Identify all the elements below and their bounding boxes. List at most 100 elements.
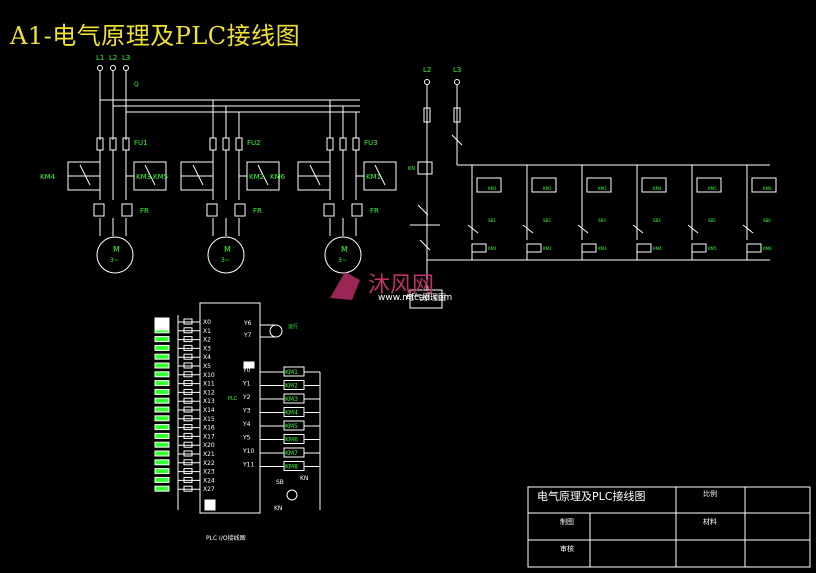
terminal [110,65,116,71]
contact [374,164,386,186]
rung-contact [467,224,479,234]
plc-input-label: X22 [203,460,215,467]
plc-input-label: X12 [203,389,215,396]
input-contact [183,406,193,413]
plc-output-label: Y10 [242,448,254,455]
rung-box [586,177,612,193]
plc-input-label: X10 [203,372,215,379]
contactor-label: KM1 [366,173,381,181]
contact [144,164,156,186]
plc-input-label: X27 [203,486,215,493]
fuse [209,137,217,151]
page-title: A1-电气原理及PLC接线图 [10,22,301,50]
motor-circle [207,236,245,274]
coil-circle [286,489,298,501]
title-block-name: 电气原理及PLC接线图 [537,489,645,503]
fuse [235,137,243,151]
input-contact [183,432,193,439]
plc-input-label: X15 [203,416,215,423]
thermal-relay [121,203,133,217]
input-contact [183,371,193,378]
rung-label: SB3 [598,218,606,223]
rung-label: KM5 [708,246,717,251]
fr-label: FR [370,207,379,215]
input-contact [183,468,193,475]
output-block [243,361,255,369]
plc-input-label: X21 [203,451,215,458]
coil-label: KM4 [285,410,298,417]
input-desc [154,336,170,343]
rung-label: KM1 [488,186,497,191]
fuse-label: FU1 [134,139,148,147]
rung-contact [577,224,589,234]
phase-label: L1 [96,54,104,62]
motor-sub: 3~ [110,257,119,264]
plc-input-label: X3 [203,345,211,352]
rung-label: KM5 [708,186,717,191]
contact [257,164,269,186]
contactor-label: KM4 [40,173,56,181]
fr-label: FR [140,207,149,215]
input-desc [154,432,170,439]
plc-input-label: X4 [203,354,211,361]
rung-contact [742,224,754,234]
plc-input-label: X5 [203,363,211,370]
input-contact [183,476,193,483]
rung-label: SB2 [543,218,551,223]
plc-output-label: Y4 [242,421,251,428]
input-desc [154,380,170,387]
input-desc [154,424,170,431]
rung-coil [581,243,597,253]
plc-output-label: Y1 [242,381,251,388]
contactor-label: KM2 [249,173,264,181]
plc-output-label: Y5 [242,435,251,442]
contact [309,164,321,186]
thermal-relay [206,203,218,217]
contactor-label: KM5 [153,173,168,181]
supply-label: L3 [453,66,461,74]
plc-output-label: Y6 [243,320,252,327]
input-contact [183,344,193,351]
input-contact [183,362,193,369]
input-desc [154,388,170,395]
coil-label: KM1 [285,369,298,376]
terminal [123,65,129,71]
input-contact [183,397,193,404]
input-contact [183,336,193,343]
fuse [352,137,360,151]
rung-coil [636,243,652,253]
extra-label: SB [276,479,284,486]
input-contact [183,450,193,457]
input-desc [154,441,170,448]
motor-label: M [341,245,348,254]
indicator-lamp [269,324,283,338]
rung-label: KM3 [598,186,607,191]
watermark-url: www.mfcad.com [378,293,452,303]
phase-label: L2 [109,54,117,62]
terminal [424,79,430,85]
plc-caption: PLC I/O接线图 [206,534,246,542]
contact [192,164,204,186]
coil-label: KM3 [285,396,298,403]
input-desc [154,406,170,413]
title-block-label: 审核 [560,544,574,553]
rung-label: KM1 [488,246,497,251]
motor-label: M [113,245,120,254]
ctrl-fuse [423,107,431,123]
plc-input-label: X1 [203,328,211,335]
plc-input-label: X0 [203,319,211,326]
rung-box [751,177,777,193]
input-contact [183,353,193,360]
coil-label: KM8 [285,464,298,471]
rung-label: KM3 [598,246,607,251]
input-desc [154,362,170,369]
fuse [339,137,347,151]
input-desc [154,397,170,404]
coil-label: KM2 [285,383,298,390]
fuse [222,137,230,151]
plc-input-label: X2 [203,337,211,344]
plc-input-label: X24 [203,477,215,484]
motor-circle [96,236,134,274]
output-mark [204,499,216,511]
